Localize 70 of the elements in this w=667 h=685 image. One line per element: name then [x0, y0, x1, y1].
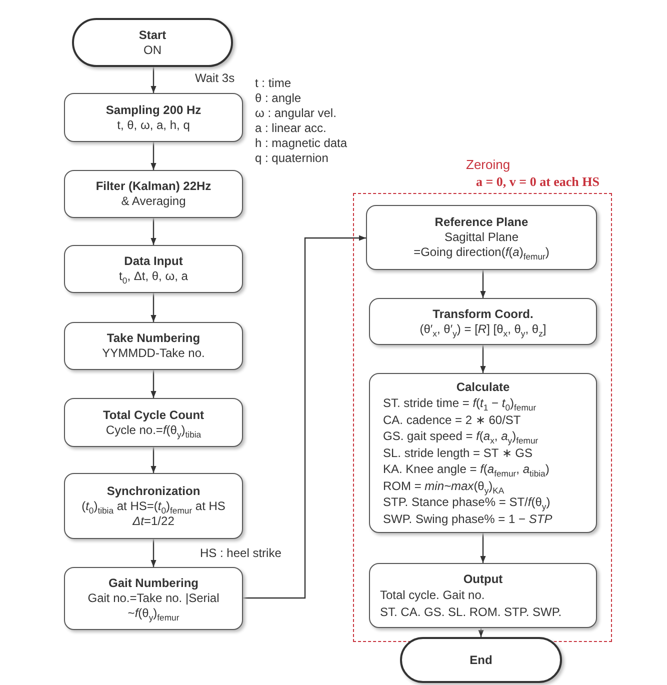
- box-text: KA. Knee angle = f(a$_{femur}$, a$_{tibia}$): [382, 461, 550, 478]
- legend-note: h : magnetic data: [255, 136, 348, 151]
- process-box: [369, 373, 597, 533]
- box-text: ROM = min~max(θ$_{y}$)$_{KA}$: [382, 478, 504, 494]
- arrow: [150, 539, 156, 567]
- box-text: ST. stride time = f(t$_{1}$ − t$_{0}$)$_{femur}$: [382, 395, 536, 412]
- box-text: (t$_{0}$)$_{tibia}$ at HS=(t$_{0}$)$_{femur}$ at HS: [82, 498, 226, 514]
- box-text: Cycle no.=f(θ$_{y}$)$_{tibia}$: [106, 422, 202, 438]
- box-title: Filter (Kalman) 22Hz: [96, 179, 212, 194]
- box-title: Gait Numbering: [108, 576, 198, 591]
- arrow: [243, 235, 366, 599]
- group-note: a = 0, v = 0 at each HS: [476, 174, 600, 189]
- process-box: [64, 567, 243, 630]
- arrow: [150, 142, 156, 170]
- process-box: [64, 473, 243, 539]
- group-heading: Zeroing: [466, 157, 510, 172]
- box-text: GS. gait speed = f(a$_{x}$, a$_{y}$)$_{femur}$: [382, 428, 538, 445]
- terminal-stadium: [72, 18, 233, 67]
- terminal-stadium: [400, 637, 562, 683]
- box-text: SL. stride length = ST ∗ GS: [382, 446, 533, 462]
- box-text: SWP. Swing phase% = 1 − STP: [382, 512, 552, 528]
- process-box: [366, 205, 597, 270]
- arrow: [480, 270, 486, 298]
- arrow: [480, 533, 486, 563]
- box-text: STP. Stance phase% = ST/f(θ$_{y}$): [382, 495, 550, 511]
- box-text: ST. CA. GS. SL. ROM. STP. SWP.: [379, 604, 562, 620]
- arrow: [150, 67, 156, 93]
- box-title: Reference Plane: [434, 215, 528, 230]
- box-text: Sagittal Plane: [444, 230, 519, 245]
- box-text: ~f(θ$_{y}$)$_{femur}$: [128, 606, 180, 621]
- process-box: [64, 93, 243, 142]
- box-title: Take Numbering: [106, 331, 200, 346]
- box-text: t$_{0}$, Δt, θ, ω, a: [119, 269, 188, 284]
- legend-note: θ : angle: [255, 91, 302, 106]
- arrow: [150, 218, 156, 245]
- legend-note: q : quaternion: [255, 151, 328, 166]
- abbreviation-note: HS : heel strike: [200, 546, 282, 561]
- box-title: Data Input: [124, 254, 183, 269]
- box-title: Total Cycle Count: [102, 408, 204, 422]
- process-box: [64, 245, 243, 293]
- box-text: Δt=1/22: [132, 514, 174, 528]
- box-text: (θ′$_{x}$, θ′$_{y}$) = [R] [θ$_{x}$, θ$_{y}$, θ$_{z}$]: [420, 322, 546, 336]
- box-title: Synchronization: [106, 484, 200, 498]
- legend-note: ω : angular vel.: [255, 106, 336, 121]
- box-title: Sampling 200 Hz: [106, 102, 202, 118]
- process-box: [64, 398, 243, 447]
- box-text: YYMMDD-Take no.: [102, 346, 205, 361]
- process-box: [369, 298, 597, 345]
- box-text: Total cycle. Gait no.: [379, 587, 485, 604]
- box-text: Gait no.=Take no. |Serial: [88, 591, 220, 606]
- box-text: =Going direction(f(a)$_{femur}$): [414, 245, 550, 260]
- legend-note: t : time: [255, 76, 292, 91]
- box-title: Start: [138, 28, 166, 42]
- process-box: [369, 563, 597, 628]
- box-title: Transform Coord.: [432, 306, 534, 322]
- arrow: [150, 293, 156, 322]
- arrow: [478, 628, 484, 637]
- box-title: Output: [463, 570, 503, 588]
- arrow: [150, 447, 156, 473]
- legend-note: a : linear acc.: [255, 121, 326, 136]
- arrow: [150, 370, 156, 398]
- box-text: & Averaging: [121, 194, 186, 209]
- box-title: Calculate: [456, 378, 510, 396]
- box-title: End: [470, 652, 492, 668]
- box-text: t, θ, ω, a, h, q: [117, 118, 190, 132]
- box-text: ON: [144, 42, 162, 58]
- box-text: CA. cadence = 2 ∗ 60/ST: [382, 412, 521, 428]
- process-box: [64, 170, 243, 218]
- process-box: [64, 322, 243, 370]
- arrow: [480, 345, 486, 373]
